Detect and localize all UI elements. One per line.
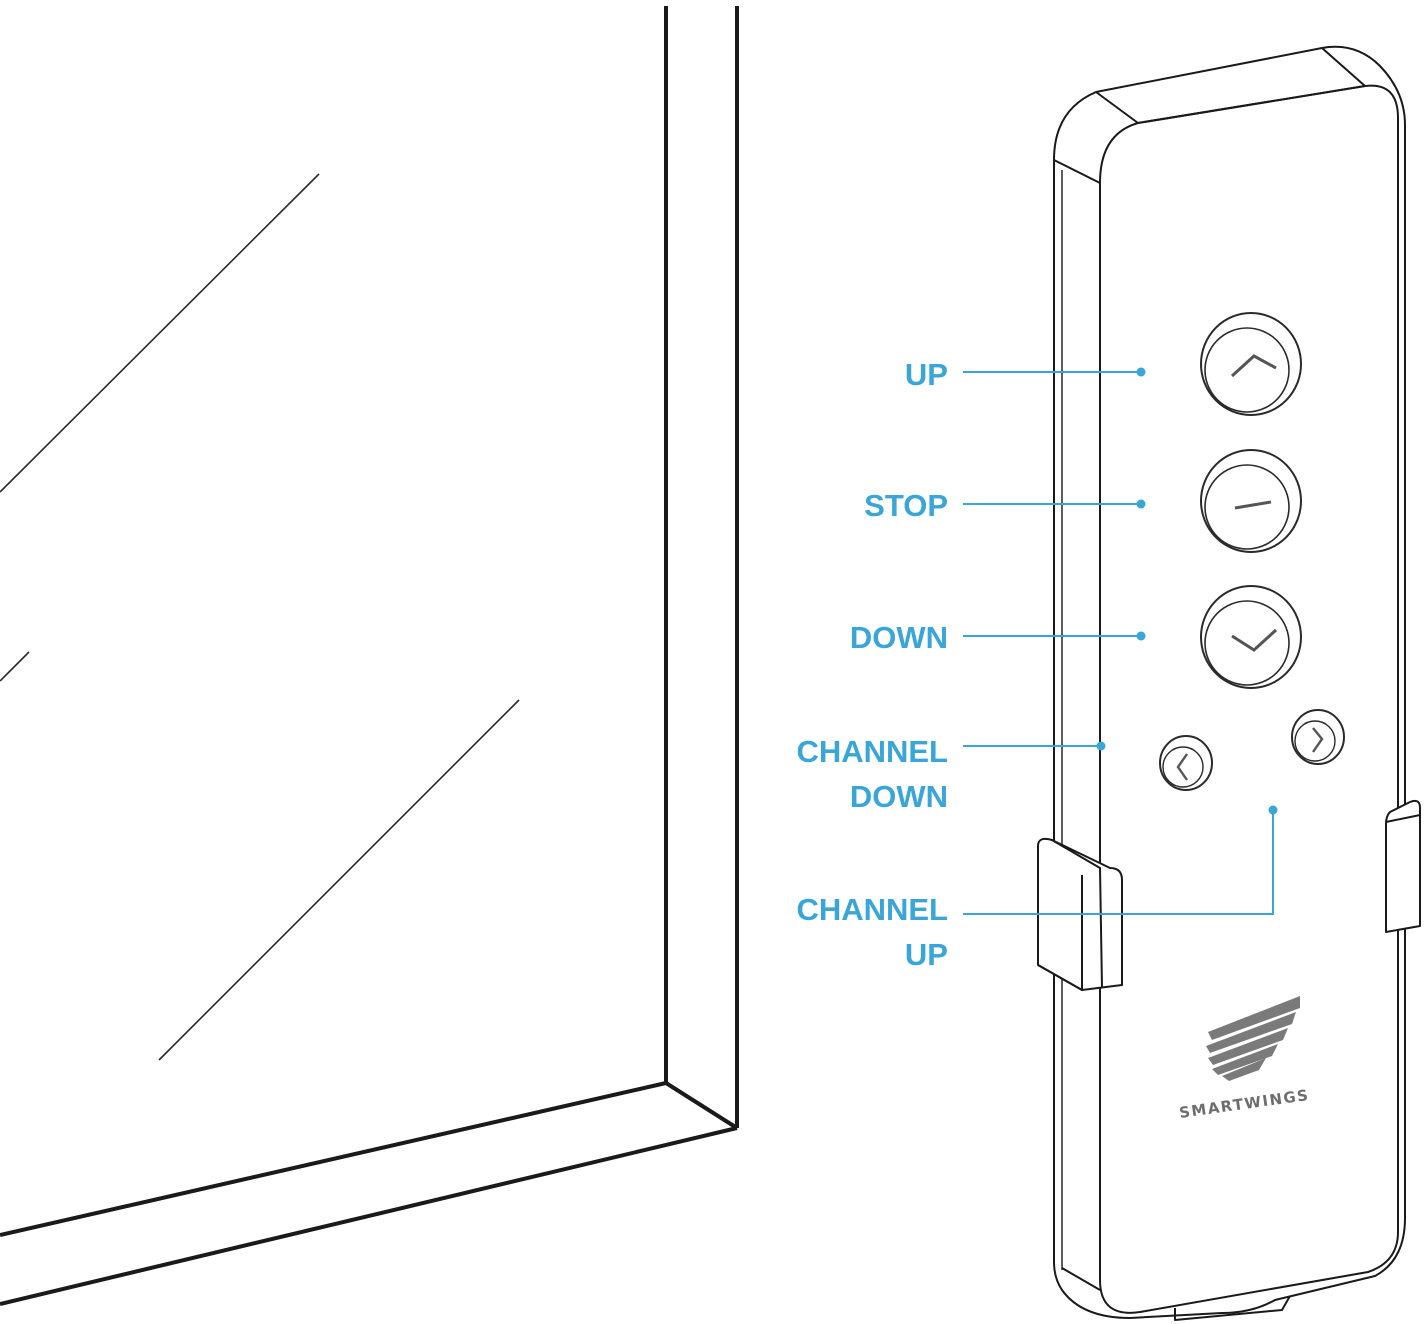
label-channel-up-line2: UP (904, 937, 948, 972)
leader-stop-dot (1136, 499, 1146, 509)
button-up-face (1204, 327, 1290, 413)
remote-bottom-cap (1061, 1267, 1291, 1321)
button-down[interactable] (1200, 585, 1302, 689)
label-channel-down: CHANNEL DOWN (796, 729, 948, 819)
sill-outer-edge (0, 1126, 738, 1306)
wing-icon (1206, 996, 1300, 1081)
label-channel-down-line2: DOWN (849, 779, 948, 814)
button-channel-down[interactable] (1159, 735, 1213, 791)
button-channel-down-face (1162, 746, 1204, 788)
wall-clip-right (1385, 799, 1421, 933)
leader-channel-down-dot (1096, 741, 1106, 751)
remote-left-corner-bevel (1053, 159, 1101, 184)
leader-up-dot (1136, 367, 1146, 377)
button-up[interactable] (1200, 312, 1302, 416)
glass-reflections (0, 173, 520, 1061)
reflection-line-3 (158, 699, 520, 1061)
button-stop[interactable] (1200, 449, 1302, 553)
chevron-left-icon (1176, 753, 1188, 781)
remote-front-face (1099, 84, 1399, 1314)
window-frame (0, 6, 739, 1306)
label-channel-up: CHANNEL UP (796, 887, 948, 977)
button-channel-up[interactable] (1291, 709, 1345, 765)
smartwings-logo: SMARTWINGS (1178, 996, 1311, 1122)
sill-inner-edge (0, 1081, 667, 1237)
sill-corner-edge (664, 1081, 739, 1130)
label-channel-up-line1: CHANNEL (796, 892, 948, 927)
label-up-text: UP (904, 357, 948, 392)
chevron-down-icon (1231, 628, 1278, 652)
label-down: DOWN (850, 615, 948, 660)
remote-outer-body (1053, 45, 1406, 1319)
wall-clip-right-inner (1385, 814, 1421, 823)
reflection-line-1 (0, 173, 320, 493)
stop-dash-icon (1234, 500, 1272, 510)
label-stop-text: STOP (864, 488, 948, 523)
chevron-right-icon (1312, 727, 1324, 753)
label-up: UP (905, 352, 948, 397)
brand-name: SMARTWINGS (1178, 1086, 1310, 1122)
reflection-line-2 (0, 651, 30, 682)
leader-channel-up-dot (1268, 805, 1278, 815)
label-channel-down-line1: CHANNEL (796, 734, 948, 769)
button-down-face (1204, 600, 1290, 686)
label-stop: STOP (864, 483, 948, 528)
remote-top-bevel (1095, 47, 1366, 124)
leader-down-dot (1136, 631, 1146, 641)
button-channel-up-face (1294, 720, 1336, 762)
leader-channel-up (963, 810, 1274, 915)
chevron-up-icon (1230, 354, 1277, 378)
label-down-text: DOWN (849, 620, 948, 655)
callout-leaders (963, 367, 1278, 915)
